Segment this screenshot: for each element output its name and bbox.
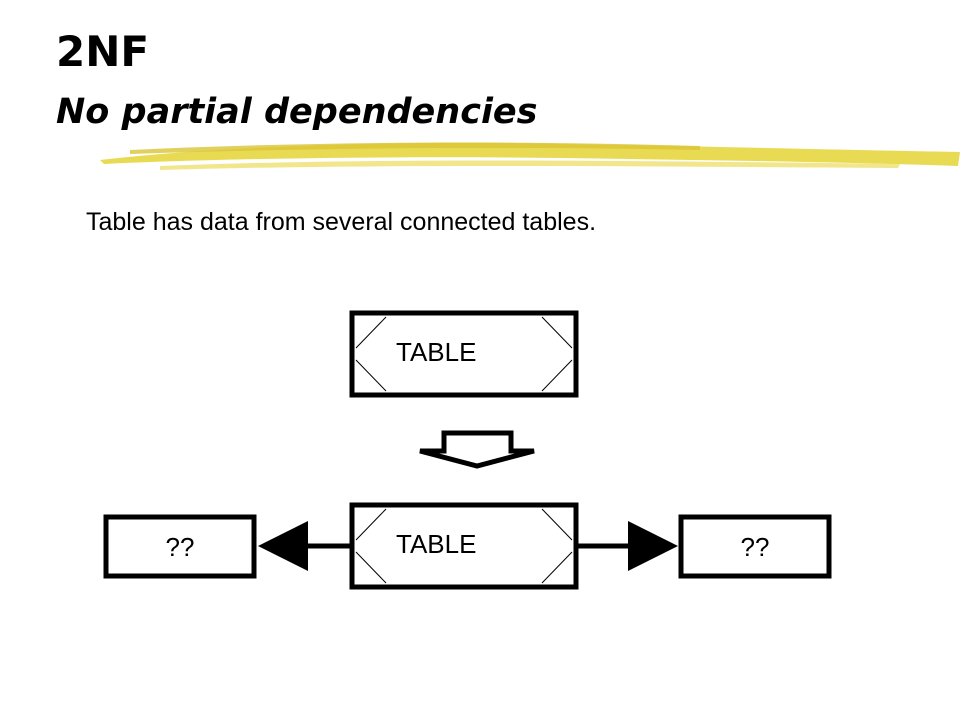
- top-table-label: TABLE: [396, 337, 476, 367]
- slide-subtitle: No partial dependencies: [56, 92, 538, 132]
- slide-title: 2NF: [56, 27, 150, 76]
- right-box-label: ??: [741, 532, 770, 562]
- bottom-table-entity: TABLE: [349, 502, 579, 590]
- title-underline-brush: [100, 142, 960, 170]
- right-unknown-table: ??: [678, 514, 832, 579]
- bottom-table-label: TABLE: [396, 529, 476, 559]
- transform-down-arrow: [419, 430, 535, 469]
- slide-body-text: Table has data from several connected ta…: [86, 208, 597, 236]
- top-table-entity: TABLE: [349, 310, 579, 398]
- left-unknown-table: ??: [103, 514, 257, 579]
- left-box-label: ??: [166, 532, 195, 562]
